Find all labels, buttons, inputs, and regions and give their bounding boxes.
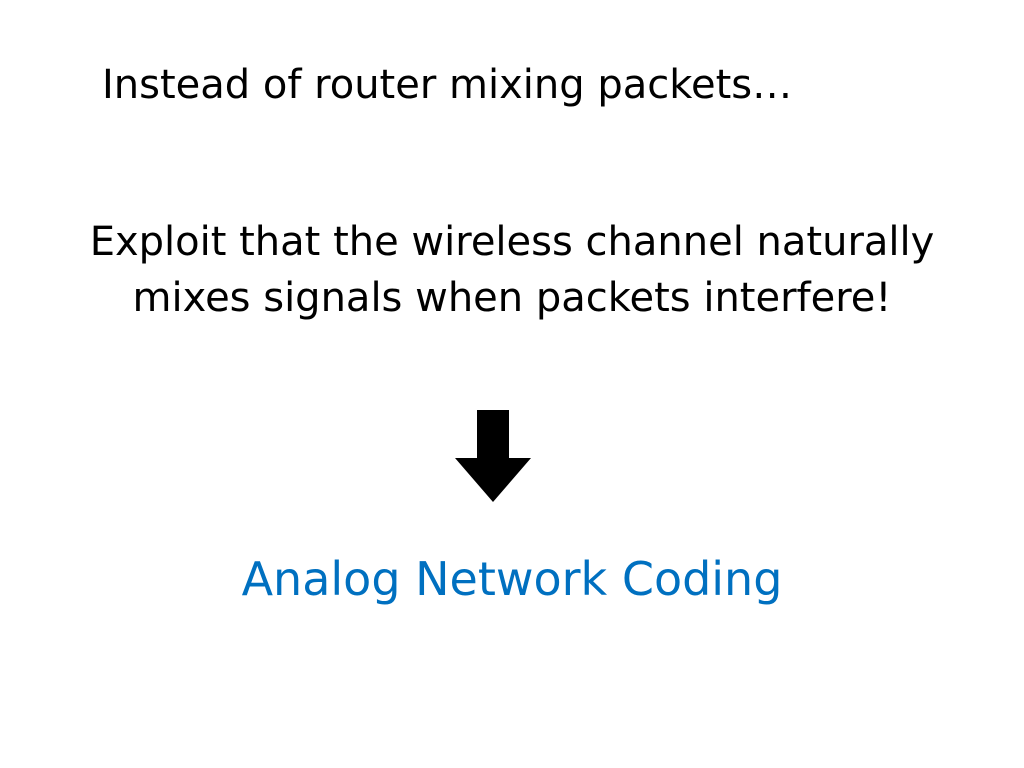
down-arrow-icon [455, 410, 531, 502]
intro-text: Instead of router mixing packets… [102, 62, 793, 108]
statement-line-1: Exploit that the wireless channel natura… [89, 219, 935, 265]
result-title: Analog Network Coding [241, 552, 783, 606]
statement-line-2: mixes signals when packets interfere! [132, 275, 892, 321]
